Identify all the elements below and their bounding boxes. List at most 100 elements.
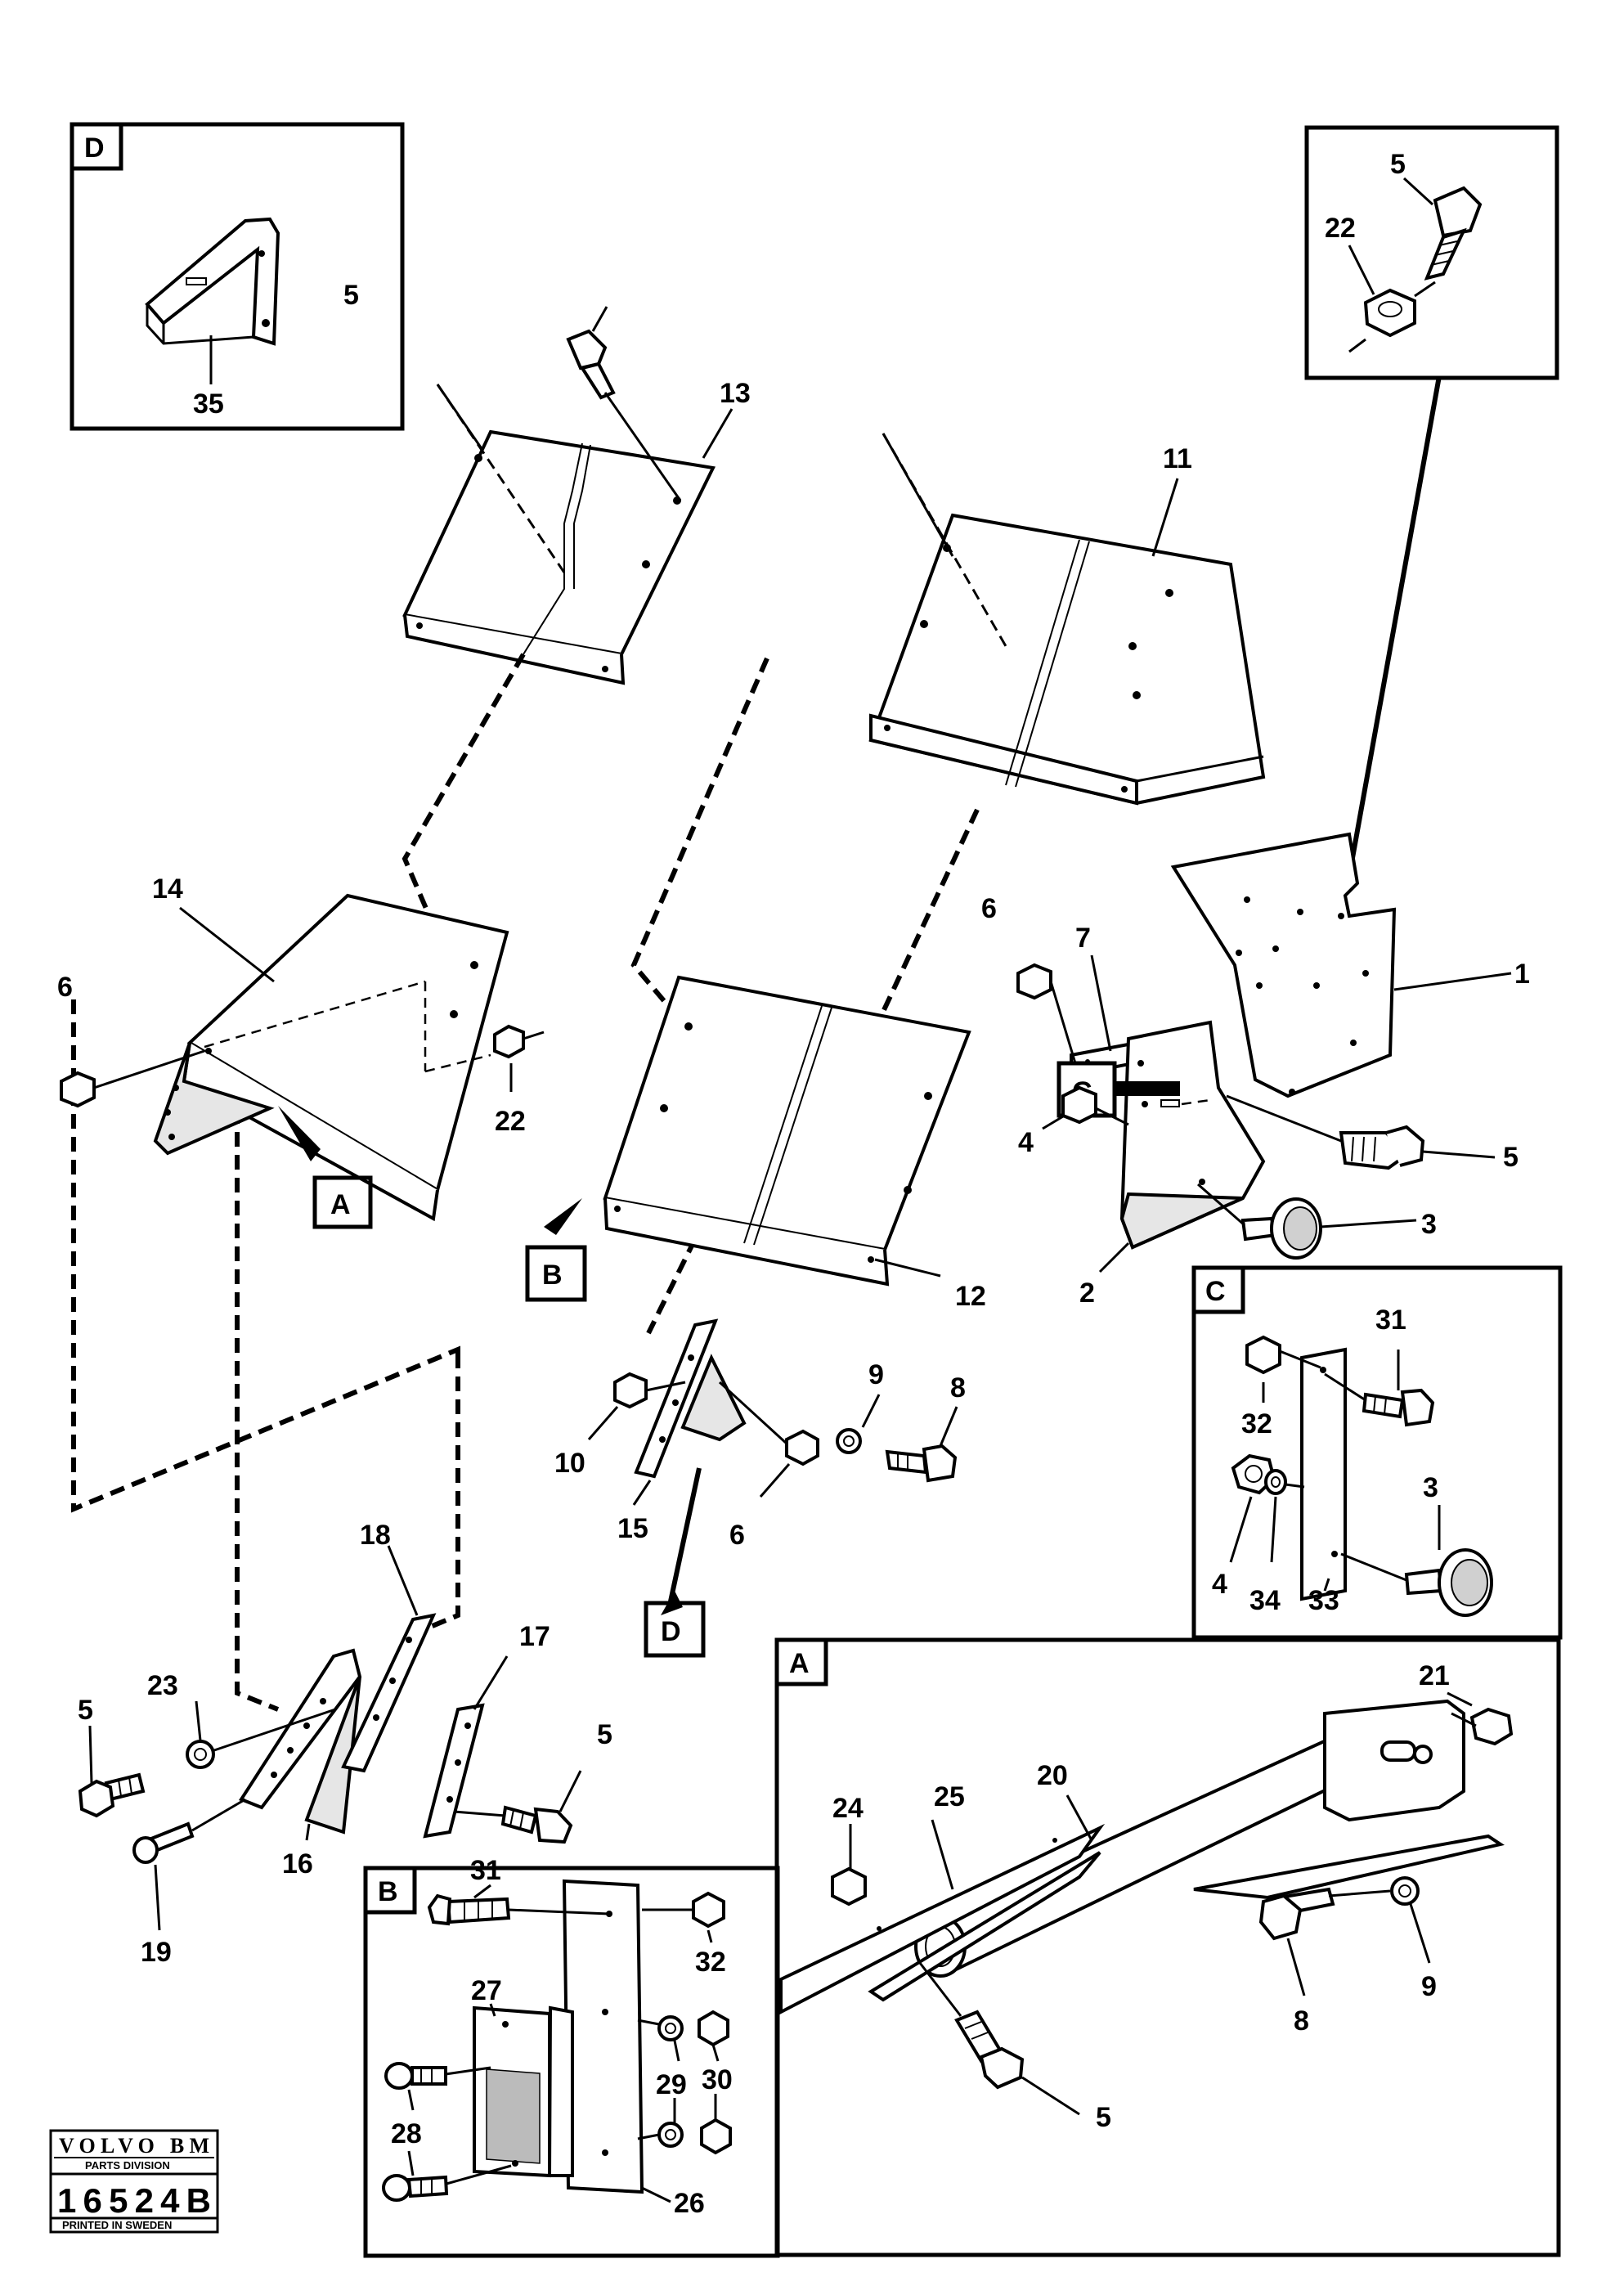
nut-21 (1469, 1707, 1514, 1746)
bracket-35 (145, 217, 280, 346)
washer-9-a (1390, 1876, 1420, 1906)
inset-a-label: A (789, 1648, 810, 1679)
label-5-ll: 5 (78, 1695, 93, 1726)
shield-13 (402, 429, 716, 685)
nut-30-lower (700, 2118, 732, 2155)
bolt-5-a (954, 2010, 1025, 2090)
plate-25 (779, 1823, 1106, 2015)
bracket-21-mount (1193, 1699, 1505, 1900)
bolt-5-lr (500, 1805, 573, 1844)
arrow-a (278, 1106, 321, 1161)
label-18: 18 (360, 1520, 391, 1551)
nut-6-mid (1016, 963, 1052, 1000)
label-23: 23 (147, 1670, 178, 1701)
bracket-2 (1119, 1020, 1266, 1250)
label-26: 26 (674, 2188, 705, 2219)
label-3-c: 3 (1423, 1472, 1438, 1503)
label-13: 13 (720, 378, 751, 409)
callout-a: A (330, 1189, 351, 1220)
label-6-mid: 6 (981, 893, 997, 924)
label-31-b: 31 (470, 1855, 501, 1886)
nut-22-inset (1363, 288, 1416, 338)
plate-33 (1300, 1347, 1347, 1601)
inset-b: B 31 32 27 (363, 1855, 780, 2258)
label-4-c: 4 (1212, 1569, 1227, 1600)
logo-printed: PRINTED IN SWEDEN (62, 2219, 172, 2231)
inset-a: A 21 24 25 20 9 (774, 1637, 1561, 2257)
shield-14 (153, 893, 509, 1222)
arrow-c (1115, 1081, 1180, 1096)
label-35: 35 (193, 388, 224, 420)
nut-10 (613, 1372, 648, 1409)
label-1: 1 (1514, 959, 1530, 990)
label-34: 34 (1249, 1585, 1281, 1616)
cover-1 (1170, 832, 1397, 1098)
callout-b: B (542, 1260, 563, 1291)
label-16: 16 (282, 1848, 313, 1880)
label-25: 25 (934, 1781, 965, 1812)
plate-26 (562, 1879, 644, 2194)
bolt-8-a (1258, 1887, 1335, 1941)
bolt-5-ll (78, 1772, 146, 1818)
label-5-right: 5 (1503, 1142, 1519, 1173)
inset-b-label: B (378, 1876, 398, 1907)
inset-bolt-nut: 5 22 (1304, 125, 1559, 380)
label-22-inset: 22 (1325, 213, 1356, 244)
label-12: 12 (955, 1281, 986, 1312)
label-31-c: 31 (1375, 1305, 1406, 1336)
nut-6-left (60, 1071, 96, 1108)
nut-30-upper (698, 2010, 729, 2047)
bracket-17 (423, 1703, 485, 1839)
bolt-5-right (1339, 1125, 1425, 1170)
bolt-5-inset (1424, 186, 1483, 281)
label-9-a: 9 (1421, 1971, 1437, 2002)
knob-3-c (1404, 1548, 1493, 1617)
label-17: 17 (519, 1621, 550, 1652)
label-5-top: 5 (343, 280, 359, 311)
nut-4 (1061, 1085, 1097, 1125)
callout-a-box (312, 1175, 373, 1229)
label-30: 30 (702, 2064, 733, 2095)
callout-d: D (661, 1616, 681, 1647)
screw-28-upper (384, 2062, 447, 2090)
arrow-b (544, 1198, 582, 1235)
washer-29-upper (657, 2015, 684, 2041)
label-29: 29 (656, 2069, 687, 2100)
nut-6-low (785, 1429, 819, 1466)
inset-d: D 35 (70, 122, 405, 431)
label-7: 7 (1075, 923, 1091, 954)
label-15: 15 (617, 1513, 648, 1544)
washer-29-lower (657, 2122, 684, 2148)
label-10: 10 (554, 1448, 585, 1479)
label-27: 27 (471, 1975, 502, 2006)
bracket-18 (341, 1613, 437, 1773)
bolt-19 (132, 1821, 195, 1864)
inset-c-label: C (1205, 1276, 1226, 1307)
label-8: 8 (950, 1372, 966, 1403)
label-14: 14 (152, 874, 183, 905)
label-5-lr: 5 (597, 1719, 612, 1750)
shield-12 (603, 975, 971, 1287)
label-28: 28 (391, 2118, 422, 2149)
label-33: 33 (1308, 1585, 1339, 1616)
inset-d-label: D (84, 132, 105, 164)
bolt-31-b (427, 1893, 511, 1926)
label-24: 24 (832, 1793, 864, 1824)
callout-d-box (644, 1601, 706, 1658)
label-6-left: 6 (57, 972, 73, 1003)
label-32-b: 32 (695, 1947, 726, 1978)
label-2: 2 (1079, 1278, 1095, 1309)
label-20: 20 (1037, 1760, 1068, 1791)
reflector-27 (473, 2005, 551, 2178)
label-21: 21 (1419, 1660, 1450, 1691)
label-32-c: 32 (1241, 1408, 1272, 1439)
label-3: 3 (1421, 1209, 1437, 1240)
label-9: 9 (868, 1359, 884, 1390)
bolt-31-c (1362, 1388, 1435, 1427)
volvo-bm-logo: VOLVO BM PARTS DIVISION 16524B PRINTED I… (49, 2129, 219, 2234)
bracket-16 (239, 1648, 362, 1835)
label-22-mid: 22 (495, 1106, 526, 1137)
label-5-inset: 5 (1390, 149, 1406, 180)
label-8-a: 8 (1294, 2005, 1309, 2037)
bar-20 (914, 1727, 1376, 1978)
